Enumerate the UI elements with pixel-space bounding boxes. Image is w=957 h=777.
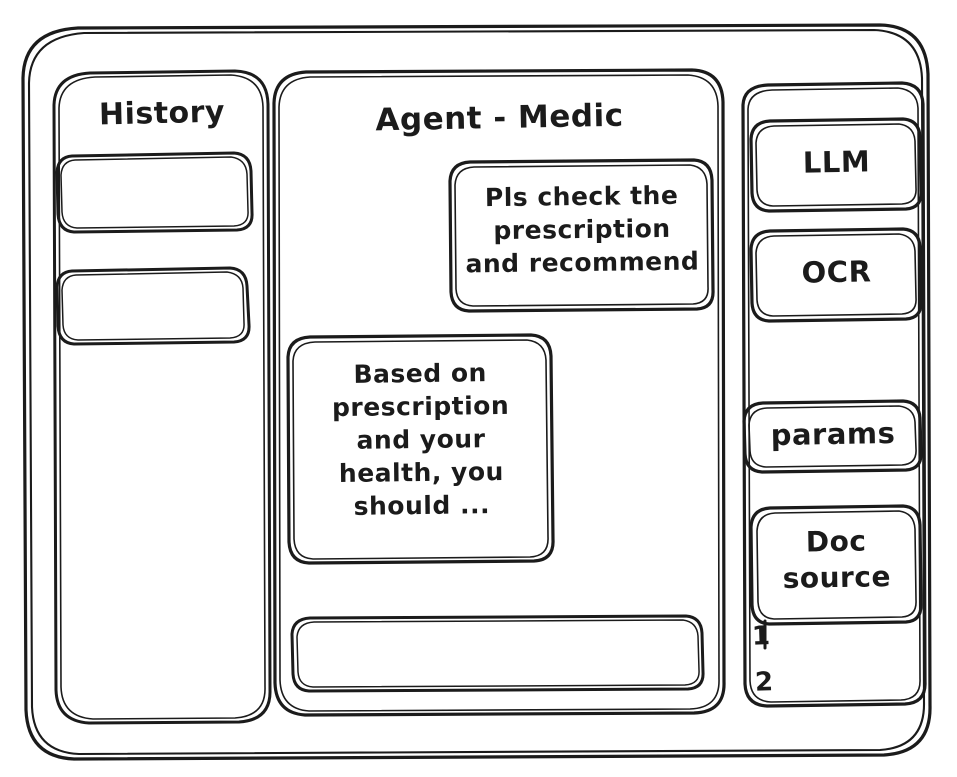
doc-source-list-item-2-label: 2	[754, 667, 775, 698]
message-input[interactable]	[292, 616, 704, 691]
doc-source-list-item-1[interactable]: 1	[751, 617, 792, 657]
history-item-2-label	[57, 293, 250, 295]
tool-card-ocr-label: OCR	[801, 254, 872, 290]
user-message-text: Pls check the prescription and recommend	[465, 180, 700, 279]
history-item-1-label	[57, 180, 253, 182]
message-input-value	[306, 640, 686, 645]
tool-card-llm[interactable]: LLM	[751, 119, 922, 211]
assistant-message-bubble[interactable]: Based on prescription and your health, y…	[288, 335, 554, 563]
history-item-1[interactable]	[57, 153, 253, 232]
tool-card-doc-source-label: Doc source	[782, 524, 892, 596]
tool-card-ocr[interactable]: OCR	[751, 229, 922, 321]
doc-source-list-item-2[interactable]: 2	[754, 663, 795, 703]
tool-card-params[interactable]: params	[744, 401, 922, 472]
tool-card-llm-label: LLM	[802, 144, 871, 180]
user-message-bubble[interactable]: Pls check the prescription and recommend	[450, 160, 714, 311]
assistant-message-text: Based on prescription and your health, y…	[331, 358, 510, 521]
tool-card-doc-source[interactable]: Doc source	[751, 506, 922, 624]
doc-source-list-item-1-label: 1	[751, 621, 772, 652]
tool-card-params-label: params	[770, 415, 896, 453]
history-item-2[interactable]	[57, 268, 250, 344]
